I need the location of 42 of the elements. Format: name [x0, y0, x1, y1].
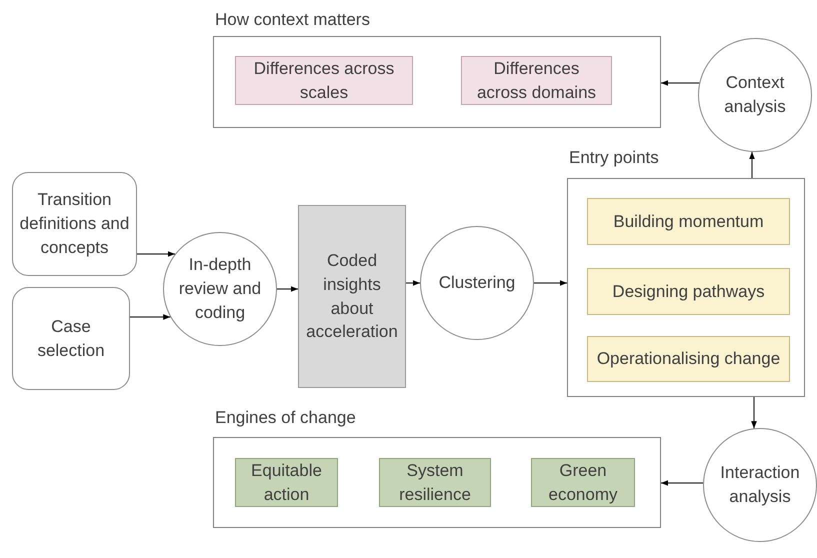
- process-circle: [163, 232, 277, 346]
- arrow: [406, 280, 420, 286]
- category-box: [587, 198, 790, 245]
- node-label: Designing pathways: [611, 280, 766, 303]
- node-label: Transition definitions and concepts: [18, 189, 130, 259]
- node-label: Building momentum: [612, 210, 765, 233]
- category-box: [587, 336, 790, 382]
- process-circle: [420, 226, 534, 340]
- arrow: [749, 152, 755, 178]
- group-title: How context matters: [215, 10, 370, 30]
- node-label: Equitable action: [250, 460, 323, 506]
- input-box: [12, 287, 130, 390]
- arrow: [534, 280, 567, 286]
- arrow: [130, 314, 170, 320]
- node-label: Context analysis: [723, 72, 787, 118]
- node-label: Interaction analysis: [719, 462, 801, 508]
- node-label: System resilience: [398, 460, 472, 506]
- output-box: [298, 205, 406, 388]
- node-label: Differences across scales: [252, 58, 396, 104]
- arrow: [751, 397, 757, 428]
- category-box: [587, 268, 790, 315]
- node-label: Case selection: [36, 316, 106, 362]
- arrow: [661, 480, 704, 486]
- group-title: Entry points: [569, 148, 659, 168]
- process-circle: [703, 428, 817, 542]
- arrow: [137, 251, 175, 257]
- group-title: Engines of change: [215, 408, 356, 428]
- node-label: Coded insights about acceleration: [305, 250, 399, 344]
- process-circle: [698, 38, 812, 152]
- node-label: Operationalising change: [596, 348, 782, 370]
- category-box: [235, 458, 338, 507]
- input-box: [12, 172, 137, 276]
- category-box: [379, 458, 491, 507]
- node-label: In-depth review and coding: [178, 254, 262, 324]
- node-label: Green economy: [548, 460, 618, 506]
- arrow: [277, 286, 298, 292]
- node-label: Differences across domains: [476, 58, 598, 104]
- arrow: [661, 80, 700, 86]
- node-label: Clustering: [438, 272, 516, 294]
- category-box: [461, 56, 612, 105]
- category-box: [235, 56, 413, 105]
- category-box: [531, 458, 635, 507]
